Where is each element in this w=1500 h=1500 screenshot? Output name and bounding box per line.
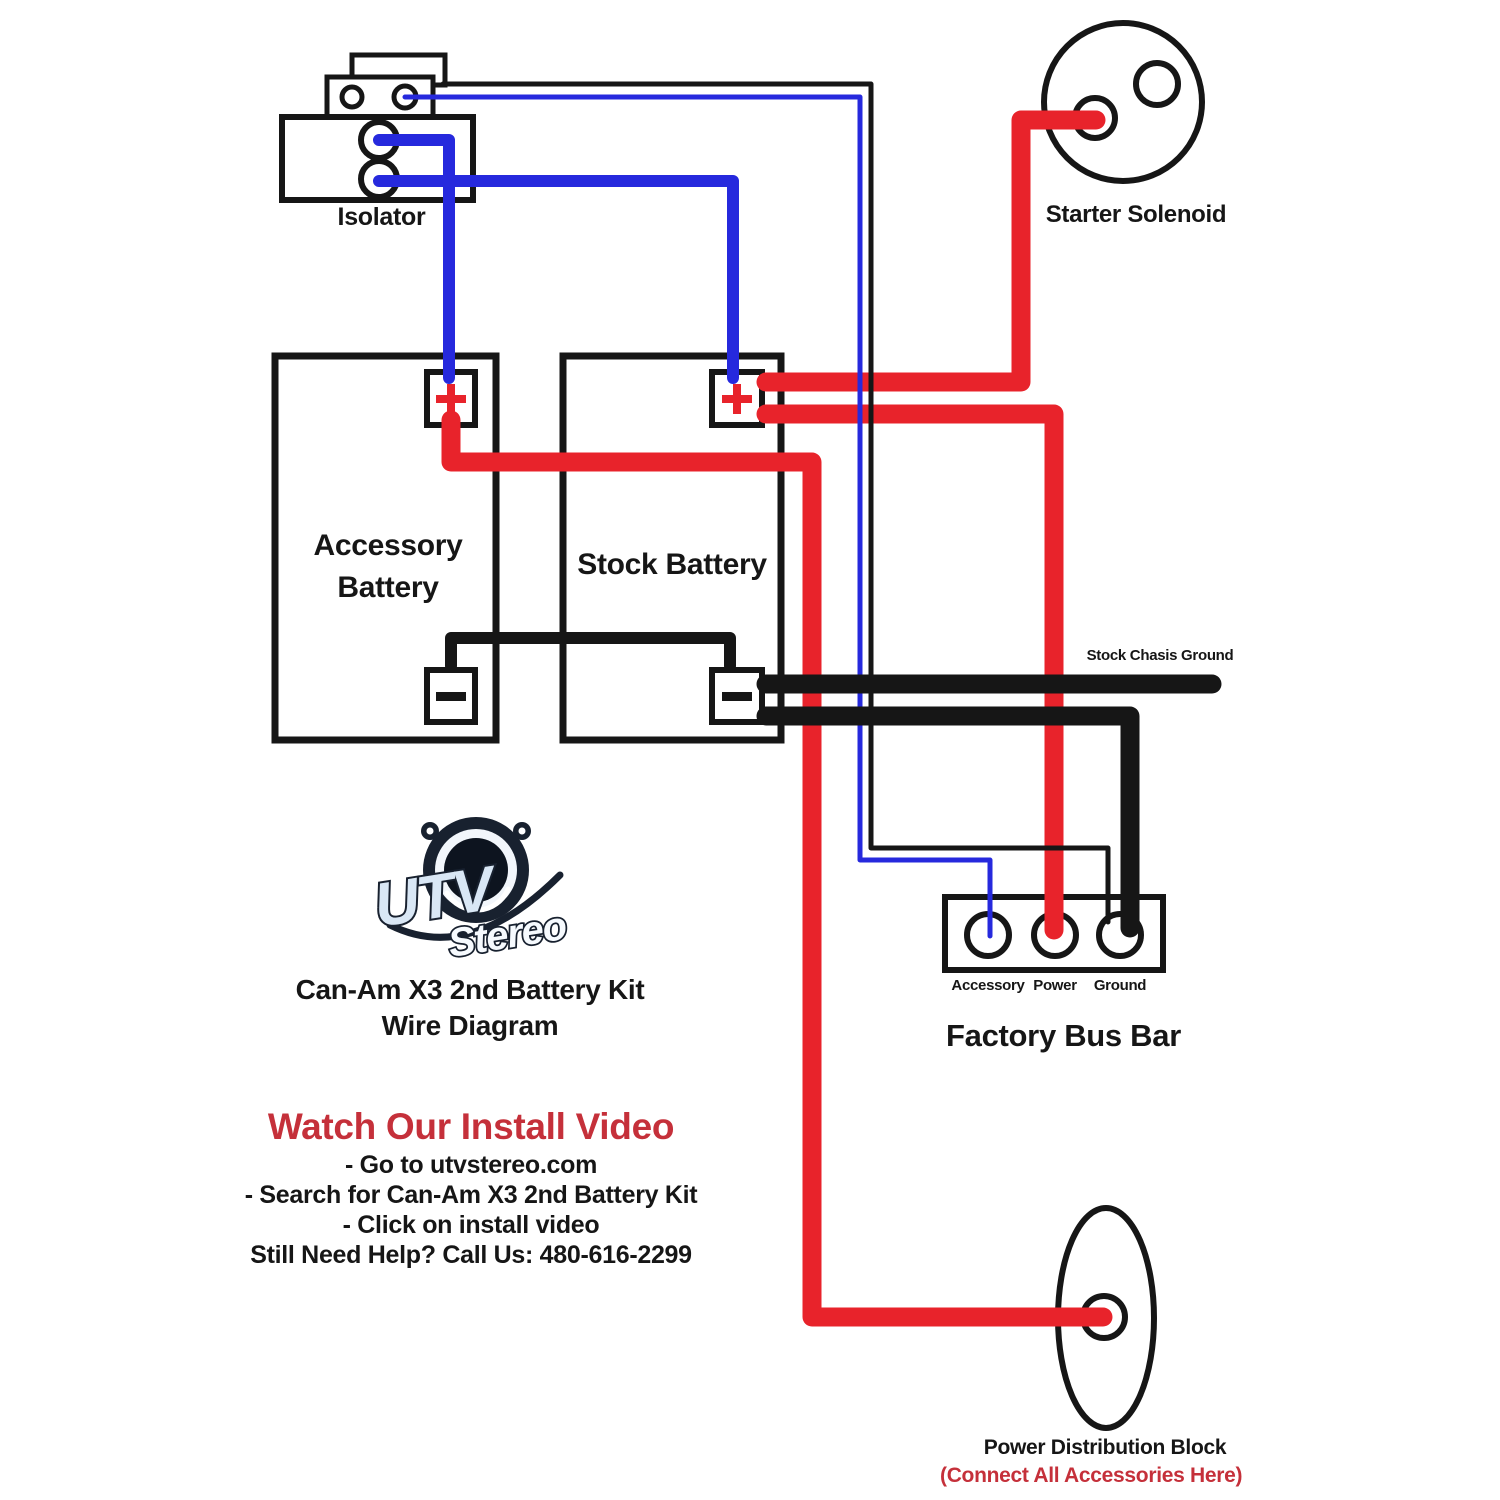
stock-chasis-ground-label: Stock Chasis Ground [1086, 647, 1234, 664]
factory-bus-bar-label: Factory Bus Bar [946, 1018, 1181, 1053]
minus-icon [436, 692, 466, 701]
plus-icon [722, 384, 752, 414]
wire-black-negative-to-bus-bar-ground [756, 706, 1140, 938]
wire-red-accessory-positive-to-distribution-block [441, 410, 1113, 1327]
solenoid-post-icon [1133, 60, 1181, 108]
accessory-battery-label-line1: Accessory [313, 529, 463, 562]
wire-black-negative-jumper [445, 632, 736, 672]
stock-battery-shape [559, 352, 785, 744]
stock-battery-label: Stock Battery [577, 548, 767, 581]
help-phone-line: Still Need Help? Call Us: 480-616-2299 [250, 1241, 692, 1269]
wire-thin-blue-isolator-to-bus-bar-accessory [402, 94, 993, 939]
instruction-line-1: - Go to utvstereo.com [344, 1151, 598, 1179]
minus-icon [722, 692, 752, 701]
isolator-label: Isolator [337, 203, 426, 231]
bus-bar-accessory-label: Accessory [951, 977, 1025, 994]
wire-blue-isolator-to-stock-positive [373, 175, 739, 384]
install-video-heading: Watch Our Install Video [267, 1106, 675, 1147]
plus-icon [436, 384, 466, 414]
accessory-battery-label-line2: Battery [337, 571, 439, 604]
isolator-shape [279, 52, 476, 203]
kit-title-line2: Wire Diagram [381, 1010, 559, 1041]
utv-stereo-logo: UTV Stereo [367, 817, 571, 968]
wire-red-stock-positive-to-starter-solenoid [756, 110, 1106, 392]
wire-thin-black-isolator-to-bus-bar-ground [440, 81, 1111, 925]
kit-title-line1: Can-Am X3 2nd Battery Kit [295, 974, 645, 1005]
bus-bar-power-label: Power [1033, 977, 1077, 994]
starter-solenoid-label: Starter Solenoid [1045, 201, 1227, 228]
power-distribution-block-sublabel: (Connect All Accessories Here) [940, 1464, 1243, 1487]
instruction-line-3: - Click on install video [342, 1211, 600, 1239]
speaker-icon [423, 817, 529, 923]
bus-bar-ground-label: Ground [1093, 977, 1147, 994]
logo-swoosh [386, 871, 564, 941]
power-distribution-block-label: Power Distribution Block [983, 1436, 1227, 1459]
instruction-line-2: - Search for Can-Am X3 2nd Battery Kit [244, 1181, 698, 1209]
isolator-terminal-icon [339, 84, 365, 110]
wire-blue-isolator-to-accessory-positive [373, 134, 455, 384]
starter-solenoid-shape [1041, 20, 1205, 184]
